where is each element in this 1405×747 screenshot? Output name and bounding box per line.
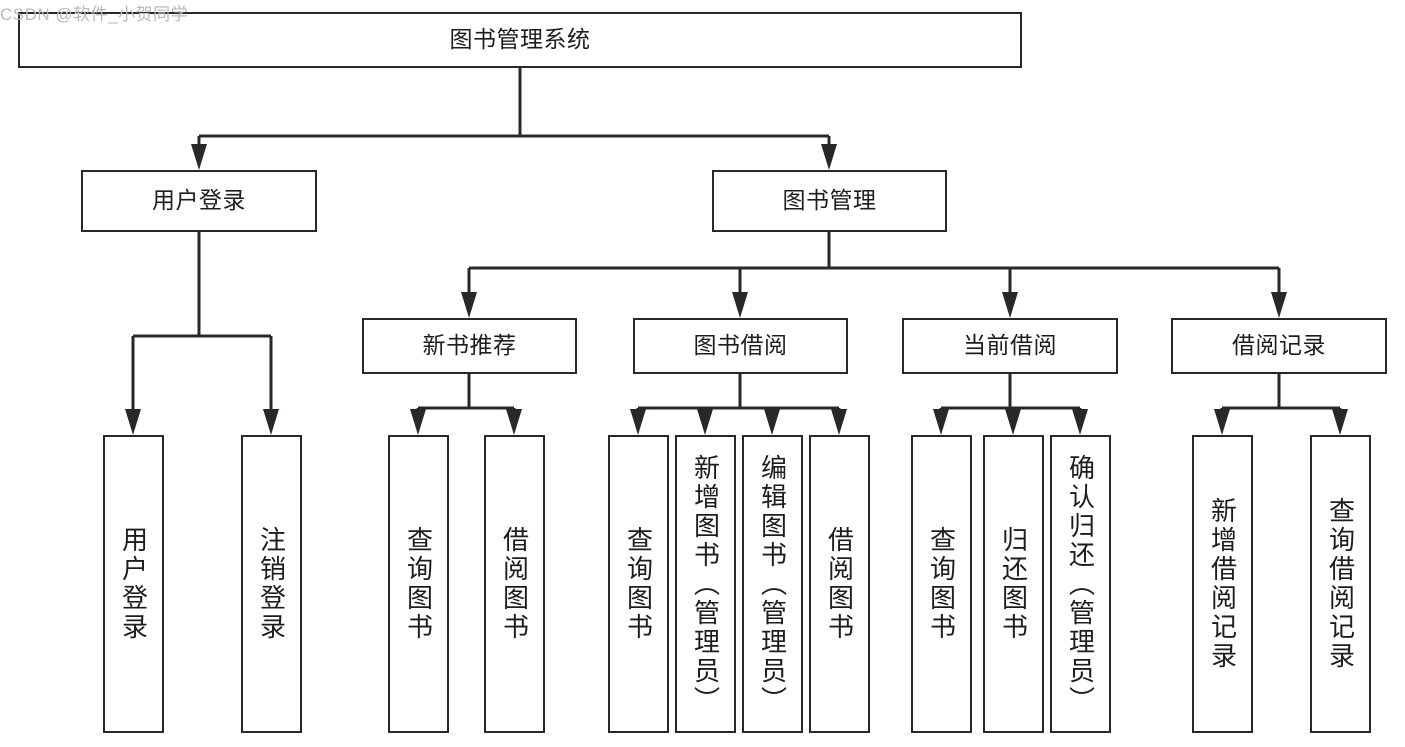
node-label: 新书推荐	[422, 332, 517, 359]
node-label: 用户登录	[118, 526, 149, 642]
node-label: 查询借阅记录	[1325, 497, 1356, 671]
arrow-head-icon	[263, 409, 279, 435]
arrow-head-icon	[732, 292, 748, 318]
arrow-head-icon	[1332, 409, 1348, 435]
node-label: 用户登录	[152, 187, 246, 214]
arrow-head-icon	[831, 409, 847, 435]
node-label: 图书借阅	[693, 332, 788, 359]
arrow-head-icon	[764, 409, 780, 435]
arrow-head-icon	[1072, 409, 1088, 435]
node-label: 归还图书	[998, 526, 1029, 642]
node-leaf-borrow-book-2[interactable]: 借阅图书	[809, 435, 870, 733]
arrow-head-icon	[697, 409, 713, 435]
arrow-head-icon	[1214, 409, 1230, 435]
node-leaf-query-book-2[interactable]: 查询图书	[608, 435, 669, 733]
node-leaf-return-book[interactable]: 归还图书	[983, 435, 1044, 733]
node-leaf-add-book[interactable]: 新增图书（管理员）	[675, 435, 736, 733]
node-label: 借阅记录	[1232, 332, 1326, 359]
node-new-book-rec[interactable]: 新书推荐	[362, 318, 577, 374]
node-root[interactable]: 图书管理系统	[18, 12, 1022, 68]
node-label: 图书管理系统	[449, 26, 591, 53]
node-label: 新增借阅记录	[1207, 497, 1238, 671]
node-label: 注销登录	[256, 526, 287, 642]
node-leaf-query-book-1[interactable]: 查询图书	[388, 435, 449, 733]
arrow-head-icon	[125, 409, 141, 435]
node-leaf-user-login[interactable]: 用户登录	[103, 435, 164, 733]
node-leaf-add-record[interactable]: 新增借阅记录	[1192, 435, 1253, 733]
arrow-head-icon	[933, 409, 949, 435]
node-leaf-edit-book[interactable]: 编辑图书（管理员）	[742, 435, 803, 733]
node-label: 查询图书	[926, 526, 957, 642]
arrow-head-icon	[1005, 409, 1021, 435]
node-current-borrow[interactable]: 当前借阅	[902, 318, 1118, 374]
node-label: 查询图书	[403, 526, 434, 642]
node-label: 借阅图书	[824, 526, 855, 642]
arrow-head-icon	[461, 292, 477, 318]
node-leaf-query-book-3[interactable]: 查询图书	[911, 435, 972, 733]
node-book-borrow[interactable]: 图书借阅	[633, 318, 848, 374]
node-borrow-record[interactable]: 借阅记录	[1171, 318, 1387, 374]
node-label: 图书管理	[782, 187, 877, 214]
node-label: 新增图书（管理员）	[690, 453, 721, 715]
node-label: 确认归还（管理员）	[1065, 453, 1096, 715]
arrow-head-icon	[506, 409, 522, 435]
arrow-head-icon	[1002, 292, 1018, 318]
node-leaf-query-record[interactable]: 查询借阅记录	[1310, 435, 1371, 733]
node-user-login[interactable]: 用户登录	[81, 170, 317, 232]
node-book-admin[interactable]: 图书管理	[712, 170, 947, 232]
node-label: 查询图书	[623, 526, 654, 642]
node-label: 编辑图书（管理员）	[757, 453, 788, 715]
node-leaf-confirm-return[interactable]: 确认归还（管理员）	[1050, 435, 1111, 733]
node-label: 当前借阅	[963, 332, 1057, 359]
arrow-head-icon	[630, 409, 646, 435]
arrow-head-icon	[410, 409, 426, 435]
arrow-head-icon	[1271, 292, 1287, 318]
arrow-head-icon	[191, 144, 207, 170]
node-label: 借阅图书	[499, 526, 530, 642]
node-leaf-logout[interactable]: 注销登录	[241, 435, 302, 733]
arrow-head-icon	[821, 144, 837, 170]
node-leaf-borrow-book-1[interactable]: 借阅图书	[484, 435, 545, 733]
